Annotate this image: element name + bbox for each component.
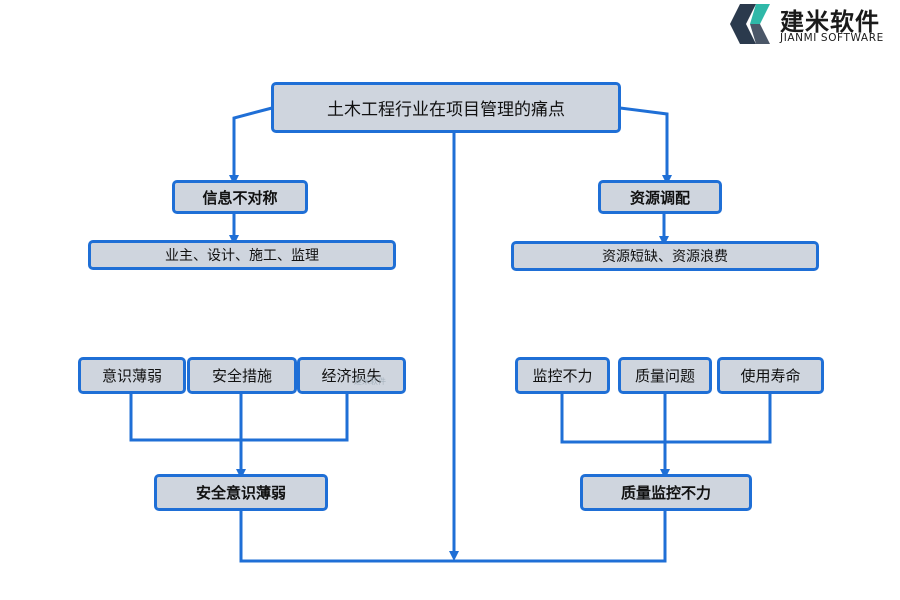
right-item-node-2: 质量问题 bbox=[618, 357, 712, 394]
root-node: 土木工程行业在项目管理的痛点 bbox=[271, 82, 621, 133]
left-detail-label: 业主、设计、施工、监理 bbox=[165, 248, 319, 264]
right-item-label-3: 使用寿命 bbox=[740, 367, 801, 385]
right-item-node-1: 监控不力 bbox=[515, 357, 610, 394]
left-group-bracket bbox=[129, 394, 349, 442]
right-result-node: 质量监控不力 bbox=[580, 474, 752, 511]
left-branch-node: 信息不对称 bbox=[172, 180, 308, 214]
right-item-label-1: 监控不力 bbox=[532, 367, 593, 385]
right-result-label: 质量监控不力 bbox=[620, 484, 711, 502]
right-branch-label: 资源调配 bbox=[629, 188, 690, 207]
left-item-node-2: 安全措施 bbox=[187, 357, 297, 394]
right-item-node-3: 使用寿命 bbox=[717, 357, 824, 394]
root-node-label: 土木工程行业在项目管理的痛点 bbox=[327, 100, 565, 120]
left-item-label-1: 意识薄弱 bbox=[101, 367, 162, 385]
arrow-root-to-left bbox=[229, 106, 273, 185]
brand-logo: 建米软件 JIANMI SOFTWARE bbox=[726, 0, 900, 48]
left-result-node: 安全意识薄弱 bbox=[154, 474, 328, 511]
left-item-node-3: 经济损失 bbox=[297, 357, 406, 394]
right-detail-label: 资源短缺、资源浪费 bbox=[602, 249, 728, 265]
right-detail-node: 资源短缺、资源浪费 bbox=[511, 241, 819, 271]
left-item-node-1: 意识薄弱 bbox=[78, 357, 186, 394]
left-result-label: 安全意识薄弱 bbox=[195, 484, 286, 502]
logo-name-en: JIANMI SOFTWARE bbox=[780, 32, 884, 44]
watermark: 建米软件 bbox=[354, 377, 386, 386]
jianmi-logo-icon bbox=[730, 4, 770, 44]
arrow-root-to-right bbox=[619, 106, 672, 185]
left-branch-label: 信息不对称 bbox=[202, 188, 278, 207]
left-detail-node: 业主、设计、施工、监理 bbox=[88, 240, 396, 270]
left-item-label-3: 经济损失 bbox=[321, 367, 382, 385]
bottom-bracket bbox=[239, 511, 667, 563]
left-item-label-2: 安全措施 bbox=[211, 367, 272, 385]
logo-name-cn: 建米软件 bbox=[780, 8, 880, 36]
right-item-label-2: 质量问题 bbox=[634, 367, 695, 385]
right-branch-node: 资源调配 bbox=[598, 180, 722, 214]
